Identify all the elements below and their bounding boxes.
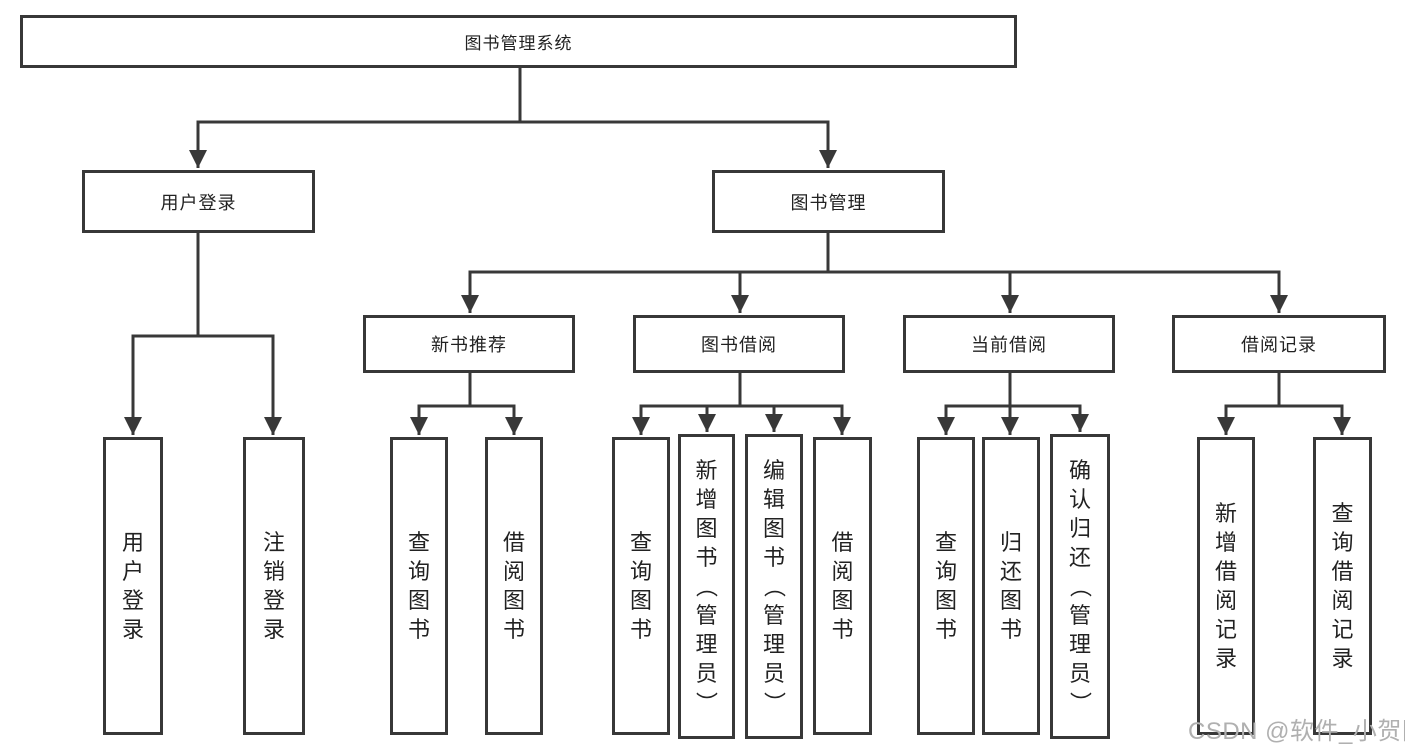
connector-arrow	[1008, 373, 1089, 432]
connector-arrow	[468, 373, 523, 435]
node-root: 图书管理系统	[20, 15, 1017, 68]
node-label: 图书借阅	[701, 335, 777, 355]
node-label: 新增图书（管理员）	[693, 458, 719, 714]
node-label: 编辑图书（管理员）	[761, 458, 787, 714]
node-label: 借阅图书	[831, 530, 854, 642]
node-label: 查询借阅记录	[1331, 501, 1354, 671]
connector-arrow	[124, 233, 200, 435]
node-label: 查询图书	[407, 530, 430, 642]
connector-arrow	[738, 373, 783, 432]
node-book-management: 图书管理	[712, 170, 945, 233]
node-label: 借阅记录	[1241, 335, 1317, 355]
node-label: 借阅图书	[502, 530, 525, 642]
node-leaf-query-borrow-record: 查询借阅记录	[1313, 437, 1372, 735]
connector-arrow	[410, 373, 472, 435]
connector-arrow	[731, 233, 830, 313]
node-book-borrowing: 图书借阅	[633, 315, 845, 373]
node-label: 确认归还（管理员）	[1067, 458, 1093, 714]
connector-arrow	[738, 373, 851, 435]
node-leaf-query-books-2: 查询图书	[612, 437, 670, 735]
node-label: 当前借阅	[971, 335, 1047, 355]
node-label: 图书管理	[790, 192, 867, 213]
connector-arrow	[937, 373, 1012, 435]
node-leaf-return-books: 归还图书	[982, 437, 1040, 735]
connector-arrow	[826, 233, 1288, 313]
node-user-login: 用户登录	[82, 170, 315, 233]
node-leaf-query-books-1: 查询图书	[390, 437, 448, 735]
connector-arrow	[518, 68, 837, 168]
connector-arrow	[1277, 373, 1351, 435]
node-leaf-logout: 注销登录	[243, 437, 305, 735]
node-leaf-edit-books: 编辑图书（管理员）	[745, 434, 803, 739]
node-label: 新书推荐	[431, 335, 507, 355]
node-leaf-borrow-books-1: 借阅图书	[485, 437, 543, 735]
node-label: 查询图书	[934, 530, 957, 642]
node-label: 归还图书	[999, 530, 1022, 642]
node-label: 注销登录	[262, 530, 285, 642]
node-label: 新增借阅记录	[1214, 501, 1237, 671]
node-leaf-user-login: 用户登录	[103, 437, 163, 735]
node-leaf-query-books-3: 查询图书	[917, 437, 975, 735]
node-label: 图书管理系统	[464, 34, 573, 53]
node-leaf-add-borrow-record: 新增借阅记录	[1197, 437, 1255, 735]
node-leaf-confirm-return: 确认归还（管理员）	[1050, 434, 1110, 739]
node-label: 用户登录	[160, 192, 237, 213]
node-label: 用户登录	[121, 530, 144, 642]
node-new-book-recommend: 新书推荐	[363, 315, 575, 373]
connector-arrow	[698, 373, 742, 432]
node-current-borrowing: 当前借阅	[903, 315, 1115, 373]
node-leaf-borrow-books-2: 借阅图书	[813, 437, 872, 735]
node-leaf-add-books: 新增图书（管理员）	[678, 434, 735, 739]
connector-arrow	[196, 233, 282, 435]
connector-arrow	[1217, 373, 1281, 435]
connector-arrow	[189, 68, 522, 168]
node-borrowing-records: 借阅记录	[1172, 315, 1386, 373]
watermark: CSDN @软件_小贺同学	[1188, 718, 1405, 745]
connector-arrow	[632, 373, 742, 435]
node-label: 查询图书	[629, 530, 652, 642]
